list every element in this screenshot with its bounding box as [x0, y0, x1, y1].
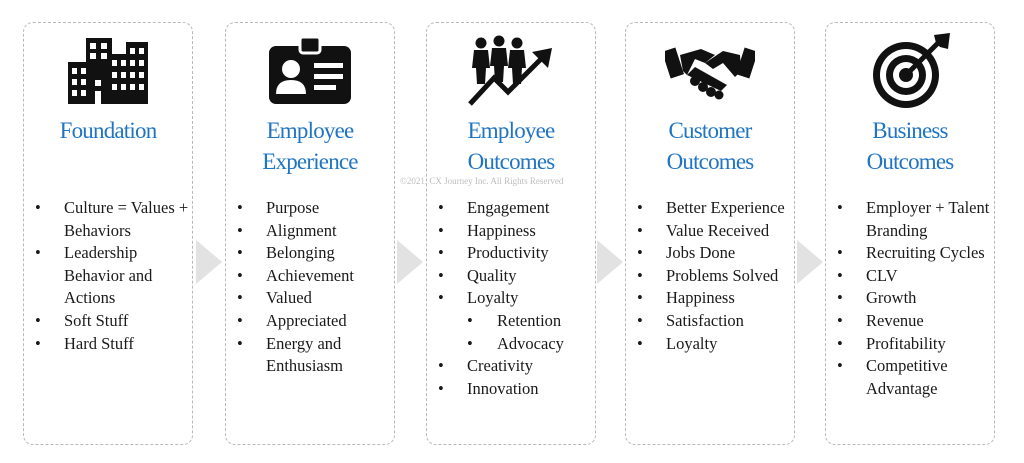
list-item: Appreciated [234, 310, 392, 333]
list-item: Quality [435, 265, 593, 288]
list-item: CLV [834, 265, 992, 288]
team-growth-icon [427, 31, 595, 111]
list-item: Energy and Enthusiasm [234, 333, 392, 378]
list-item: Happiness [435, 220, 593, 243]
target-icon [826, 31, 994, 111]
list-item: Recruiting Cycles [834, 242, 992, 265]
list-item: Valued [234, 287, 392, 310]
list-item: Happiness [634, 287, 792, 310]
list-item: Hard Stuff [32, 333, 190, 356]
list-item: Loyalty [435, 287, 593, 310]
item-list: Culture = Values + Behaviors Leadership … [32, 197, 190, 355]
item-list: Engagement Happiness Productivity Qualit… [435, 197, 593, 400]
sub-list-item: Retention [435, 310, 593, 333]
id-badge-icon [226, 31, 394, 111]
item-list: Employer + Talent Branding Recruiting Cy… [834, 197, 992, 400]
flow-arrow [597, 240, 623, 284]
list-item: Competitive Advantage [834, 355, 992, 400]
card-foundation: Foundation Culture = Values + Behaviors … [23, 22, 193, 445]
handshake-icon [626, 31, 794, 111]
flow-arrow [797, 240, 823, 284]
list-item: Jobs Done [634, 242, 792, 265]
list-item: Belonging [234, 242, 392, 265]
list-item: Achievement [234, 265, 392, 288]
copyright-notice: ©2021. CX Journey Inc. All Rights Reserv… [400, 176, 564, 186]
list-item: Profitability [834, 333, 992, 356]
list-item: Soft Stuff [32, 310, 190, 333]
list-item: Culture = Values + Behaviors [32, 197, 190, 242]
list-item: Loyalty [634, 333, 792, 356]
list-item: Satisfaction [634, 310, 792, 333]
list-item: Engagement [435, 197, 593, 220]
item-list: Purpose Alignment Belonging Achievement … [234, 197, 392, 378]
flow-arrow [196, 240, 222, 284]
list-item: Value Received [634, 220, 792, 243]
list-item: Employer + Talent Branding [834, 197, 992, 242]
sub-list-item: Advocacy [435, 333, 593, 356]
card-title: Foundation [59, 118, 158, 143]
list-item: Purpose [234, 197, 392, 220]
list-item: Innovation [435, 378, 593, 401]
item-list: Better Experience Value Received Jobs Do… [634, 197, 792, 355]
list-item: Revenue [834, 310, 992, 333]
buildings-icon [24, 31, 192, 111]
list-item: Productivity [435, 242, 593, 265]
list-item: Creativity [435, 355, 593, 378]
list-item: Leadership Behavior and Actions [32, 242, 190, 310]
list-item: Growth [834, 287, 992, 310]
list-item: Problems Solved [634, 265, 792, 288]
list-item: Alignment [234, 220, 392, 243]
flow-arrow [397, 240, 423, 284]
list-item: Better Experience [634, 197, 792, 220]
